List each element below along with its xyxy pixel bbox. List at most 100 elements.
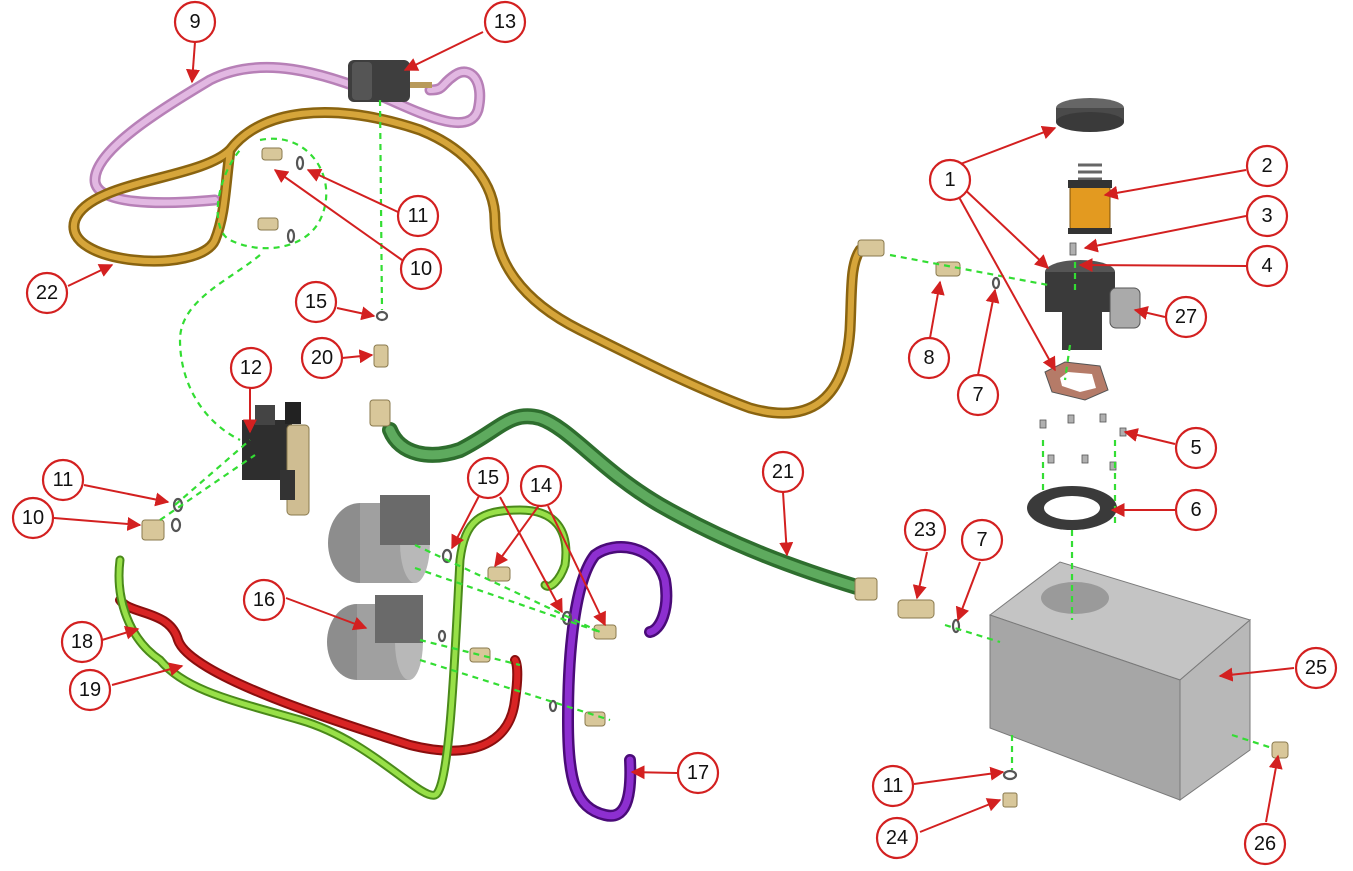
- svg-text:9: 9: [189, 11, 200, 33]
- fitting-23: [897, 599, 935, 619]
- svg-text:6: 6: [1190, 499, 1201, 521]
- callout-7-top: 7: [956, 373, 1000, 417]
- svg-text:14: 14: [530, 475, 552, 497]
- fitting-26: [1271, 741, 1289, 759]
- callout-10-top: 10: [399, 247, 443, 291]
- fitting-10: [141, 519, 165, 541]
- assembly-line-tank-side: [944, 623, 1001, 644]
- callout-25: 25: [1294, 646, 1338, 690]
- callout-12: 12: [229, 346, 273, 390]
- svg-text:2: 2: [1261, 155, 1272, 177]
- callout-27: 27: [1164, 295, 1208, 339]
- callout-3: 3: [1245, 194, 1289, 238]
- fitting-14a: [487, 566, 511, 582]
- leader-lines: [53, 31, 1295, 833]
- pump-16-upper: [328, 495, 430, 583]
- svg-text:16: 16: [253, 589, 275, 611]
- fitting-8: [935, 261, 961, 277]
- svg-text:12: 12: [240, 357, 262, 379]
- callout-24: 24: [875, 816, 919, 860]
- assembly-line-pump-lower: [419, 638, 611, 722]
- fitting-24: [1002, 792, 1018, 808]
- o-ring-lower-a: [437, 629, 447, 643]
- svg-text:7: 7: [976, 529, 987, 551]
- svg-text:1: 1: [944, 169, 955, 191]
- svg-text:13: 13: [494, 11, 516, 33]
- svg-text:11: 11: [408, 205, 429, 227]
- hose-end-green-top: [369, 399, 391, 427]
- o-ring-11-bot: [1002, 769, 1018, 781]
- gasket-6: [1027, 486, 1117, 530]
- callout-14: 14: [519, 464, 563, 508]
- callout-9: 9: [173, 0, 217, 44]
- callout-18: 18: [60, 620, 104, 664]
- callout-11-bot: 11: [871, 764, 915, 808]
- hose-end-green: [854, 577, 878, 601]
- svg-text:18: 18: [71, 631, 93, 653]
- fitting-mid: [257, 217, 279, 231]
- fitting-10-top: [261, 147, 283, 161]
- svg-text:11: 11: [53, 469, 74, 491]
- callout-11-left: 11: [41, 458, 85, 502]
- filter-cap-1: [1056, 98, 1124, 132]
- svg-text:15: 15: [305, 291, 327, 313]
- callout-19: 19: [68, 668, 112, 712]
- svg-text:5: 5: [1190, 437, 1201, 459]
- callout-4: 4: [1245, 244, 1289, 288]
- callout-13: 13: [483, 0, 527, 44]
- o-ring-lower-b: [548, 699, 558, 713]
- svg-text:26: 26: [1254, 833, 1276, 855]
- svg-text:17: 17: [687, 762, 709, 784]
- svg-text:4: 4: [1261, 255, 1272, 277]
- callout-1: 1: [928, 158, 972, 202]
- filter-element-2: [1068, 163, 1112, 234]
- hose-end-gold: [857, 239, 885, 257]
- callout-2: 2: [1245, 144, 1289, 188]
- solenoid-13: [348, 60, 432, 102]
- callout-16: 16: [242, 578, 286, 622]
- svg-text:22: 22: [36, 282, 58, 304]
- o-ring-15a: [441, 548, 453, 564]
- o-ring-mid: [286, 228, 296, 244]
- callout-6: 6: [1174, 488, 1218, 532]
- callout-20: 20: [300, 336, 344, 380]
- svg-text:20: 20: [311, 347, 333, 369]
- callout-10-left: 10: [11, 496, 55, 540]
- svg-text:8: 8: [923, 347, 934, 369]
- fitting-lower2: [584, 711, 606, 727]
- svg-text:24: 24: [886, 827, 908, 849]
- o-ring-7-top: [991, 276, 1001, 290]
- svg-text:23: 23: [914, 519, 936, 541]
- o-ring-15-top: [375, 310, 389, 322]
- svg-text:27: 27: [1175, 306, 1197, 328]
- svg-text:3: 3: [1261, 205, 1272, 227]
- fitting-14b: [593, 624, 617, 640]
- callout-21: 21: [761, 450, 805, 494]
- svg-text:11: 11: [883, 775, 904, 797]
- bolts-5: [1039, 413, 1127, 471]
- assembly-line-left-valve: [159, 439, 256, 521]
- callout-22: 22: [25, 271, 69, 315]
- o-ring-10-left: [170, 517, 182, 533]
- callout-8: 8: [907, 336, 951, 380]
- fitting-20: [373, 344, 389, 368]
- callout-26: 26: [1243, 822, 1287, 866]
- assembly-line-13-15: [378, 99, 384, 311]
- gasket-1: [1044, 361, 1109, 401]
- callout-7-low: 7: [960, 518, 1004, 562]
- pump-16-lower: [327, 595, 423, 680]
- assembly-line-filter: [1063, 262, 1077, 381]
- assembly-line-loop: [178, 137, 328, 441]
- assembly-line-gold: [889, 253, 1049, 287]
- svg-text:10: 10: [22, 507, 44, 529]
- assembly-line-plug: [1231, 733, 1273, 750]
- svg-text:19: 19: [79, 679, 101, 701]
- bolt-3: [1069, 242, 1077, 256]
- callout-17: 17: [676, 751, 720, 795]
- o-ring-11-top: [295, 155, 305, 171]
- callout-5: 5: [1174, 426, 1218, 470]
- valve-block-12: [242, 402, 310, 516]
- callout-23: 23: [903, 508, 947, 552]
- callout-11-top: 11: [396, 194, 440, 238]
